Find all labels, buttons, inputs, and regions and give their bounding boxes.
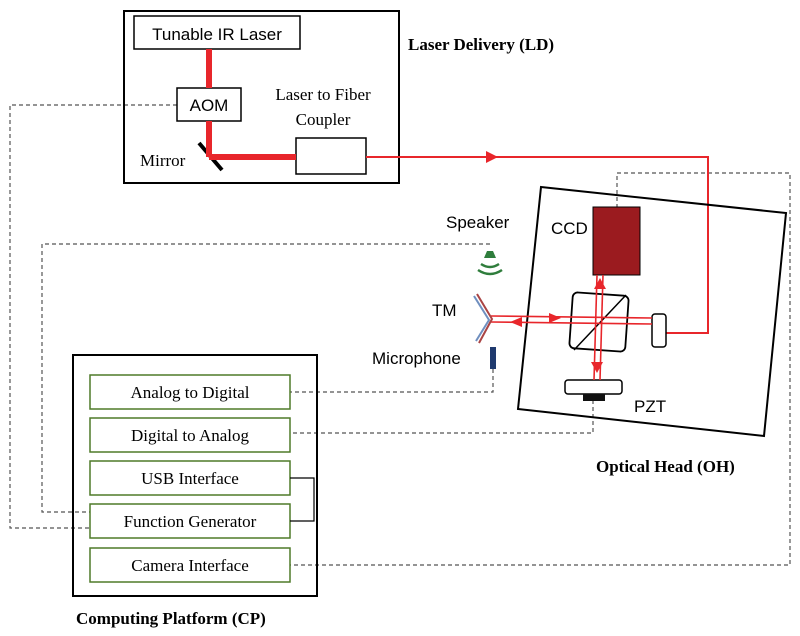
aom-to-function-generator-line [9, 104, 177, 529]
fiber-direction-arrow [486, 151, 498, 163]
ccd-label: CCD [551, 219, 588, 238]
tunable-ir-laser-label: Tunable IR Laser [152, 25, 282, 44]
pzt-element [583, 394, 605, 401]
laser-delivery-title: Laser Delivery (LD) [408, 35, 554, 54]
external-components: Speaker TM Microphone [372, 213, 510, 369]
microphone-label: Microphone [372, 349, 461, 368]
microphone-to-adc-line [290, 369, 494, 393]
aom-box [176, 87, 242, 122]
module-label: Analog to Digital [131, 383, 250, 402]
fiber-line [366, 156, 709, 334]
module-label: USB Interface [141, 469, 239, 488]
dashed-signal-lines [9, 104, 791, 566]
laser-delivery-box [123, 10, 400, 184]
computing-platform-title: Computing Platform (CP) [76, 609, 266, 628]
optical-head-beams [490, 274, 653, 381]
microphone-icon [490, 347, 496, 369]
module-usb-interface: USB Interface [89, 460, 291, 496]
coupler-label-line2: Coupler [296, 110, 351, 129]
module-dac: Digital to Analog [89, 417, 291, 453]
usb-to-function-generator-link [290, 477, 315, 522]
module-label: Camera Interface [131, 556, 249, 575]
mirror-label: Mirror [140, 151, 186, 170]
module-adc: Analog to Digital [89, 374, 291, 410]
coupler-label-line1: Laser to Fiber [275, 85, 371, 104]
pzt-to-dac-line [290, 400, 594, 434]
ccd-to-camera-interface-line [290, 172, 791, 566]
speaker-icon [477, 251, 503, 276]
ccd-element [592, 206, 641, 276]
laser-beam-ld [206, 49, 296, 160]
tm-label: TM [432, 301, 457, 320]
aom-label: AOM [190, 96, 229, 115]
pzt-label: PZT [634, 397, 666, 416]
tunable-ir-laser-box [133, 15, 301, 50]
computing-platform-box [72, 354, 318, 597]
computing-platform-section: Computing Platform (CP) Analog to Digita… [72, 354, 318, 628]
optical-head-title: Optical Head (OH) [596, 457, 735, 476]
collimator-lens [651, 313, 667, 348]
module-label: Digital to Analog [131, 426, 250, 445]
speaker-label: Speaker [446, 213, 510, 232]
tympanic-membrane-icon [473, 293, 494, 344]
optical-head-box [516, 185, 788, 438]
laser-delivery-section: Tunable IR Laser AOM Laser to Fiber Coup… [123, 10, 554, 184]
beamsplitter-element [568, 291, 630, 353]
reference-mirror [564, 379, 623, 395]
module-function-generator: Function Generator [89, 503, 291, 539]
module-label: Function Generator [124, 512, 257, 531]
fiber-coupler-box [295, 137, 367, 175]
speaker-to-function-generator-line [41, 243, 490, 513]
beam-arrows [510, 278, 606, 373]
module-camera-interface: Camera Interface [89, 547, 291, 583]
optical-head-section: CCD PZT Optical Head (OH) [516, 185, 788, 476]
